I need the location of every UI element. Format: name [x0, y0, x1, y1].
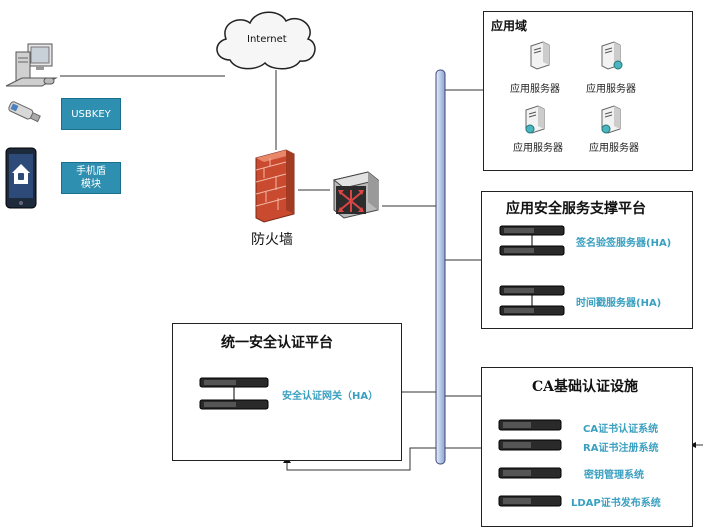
- signature-server-label: 签名验签服务器(HA): [576, 238, 672, 249]
- app-server-label-4: 应用服务器: [589, 143, 639, 154]
- ca-rack-icon-4: [498, 495, 562, 507]
- mobile-shield-label-line2: 模块: [81, 179, 101, 190]
- app-server-icon-4: [601, 105, 621, 134]
- ra-cert-system-label: RA证书注册系统: [583, 443, 659, 454]
- mobile-shield-label-box: 手机盾 模块: [61, 162, 121, 194]
- ca-rack-icon-1: [498, 419, 562, 431]
- app-server-label-3: 应用服务器: [513, 143, 563, 154]
- signature-server-icon: [499, 225, 565, 256]
- usbkey-label-box: USBKEY: [61, 98, 121, 130]
- key-management-system-label: 密钥管理系统: [584, 470, 644, 481]
- ca-cert-system-label: CA证书认证系统: [583, 424, 659, 435]
- mobile-shield-label-line1: 手机盾: [76, 166, 106, 177]
- ca-platform-title: CA基础认证设施: [532, 379, 639, 395]
- internet-label: Internet: [247, 34, 287, 45]
- app-server-icon-1: [530, 41, 550, 70]
- timestamp-server-icon: [499, 285, 565, 316]
- ldap-publish-system-label: LDAP证书发布系统: [571, 498, 661, 509]
- app-domain-title: 应用域: [491, 19, 528, 33]
- firewall-label: 防火墙: [251, 232, 293, 248]
- usbkey-label: USBKEY: [71, 109, 111, 120]
- router-icon: [332, 171, 380, 219]
- ca-rack-icon-3: [498, 467, 562, 479]
- auth-gateway-label: 安全认证网关（HA）: [282, 391, 379, 402]
- internet-cloud-icon: [216, 11, 316, 70]
- auth-gateway-server-icon: [199, 377, 269, 410]
- app-server-label-2: 应用服务器: [586, 84, 636, 95]
- app-security-platform-title: 应用安全服务支撑平台: [506, 201, 646, 217]
- network-bus: [435, 69, 446, 465]
- usb-key-icon: [8, 101, 41, 123]
- mobile-phone-icon: [5, 147, 37, 209]
- auth-platform-panel: 统一安全认证平台: [172, 323, 402, 461]
- app-server-icon-3: [525, 105, 545, 134]
- timestamp-server-label: 时间戳服务器(HA): [576, 298, 662, 309]
- firewall-icon: [255, 149, 295, 223]
- ca-rack-icon-2: [498, 439, 562, 451]
- app-server-label-1: 应用服务器: [510, 84, 560, 95]
- auth-platform-title: 统一安全认证平台: [221, 335, 333, 351]
- desktop-computer-icon: [5, 43, 58, 87]
- app-server-icon-2: [601, 41, 623, 70]
- app-domain-panel: 应用域: [483, 11, 693, 171]
